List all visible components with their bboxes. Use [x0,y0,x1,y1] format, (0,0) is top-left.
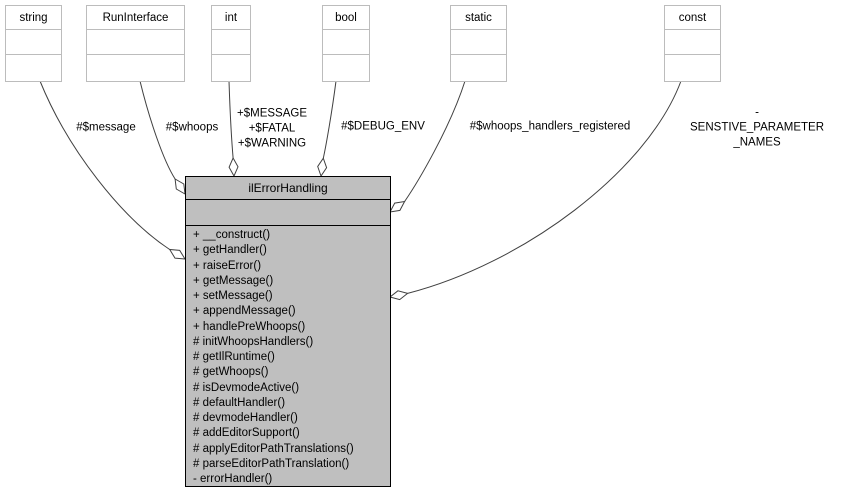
type-node-const: const [664,5,721,82]
empty-methods-compartment [6,55,61,80]
edge-int-level-constants [228,80,234,159]
empty-attributes-compartment [87,30,184,55]
aggregation-diamond-icon [174,178,186,195]
type-node-label: int [212,6,250,30]
method-row: # defaultHandler() [193,396,286,409]
type-node-runinterface[interactable]: RunInterface [86,5,185,82]
edge-bool-debug-env [322,80,337,159]
edge-string-message [39,80,170,250]
aggregation-diamond-icon [228,156,239,178]
edge-label-debug-env: #$DEBUG_ENV [341,120,425,133]
method-row: + raiseError() [193,259,262,272]
method-row: + appendMessage() [193,305,296,318]
empty-attributes-compartment [186,200,390,226]
class-node-ilerrorhandling: ilErrorHandling + __construct() + getHand… [185,176,391,487]
edge-static-whoops-handlers [404,80,466,202]
edge-label-level-constants: +$MESSAGE +$FATAL +$WARNING [237,107,307,150]
type-node-label: RunInterface [87,6,184,30]
method-row: # parseEditorPathTranslation() [193,457,350,470]
empty-attributes-compartment [451,30,506,55]
empty-methods-compartment [665,55,720,80]
empty-methods-compartment [212,55,250,80]
empty-methods-compartment [323,55,369,80]
type-node-bool: bool [322,5,370,82]
method-row: + handlePreWhoops() [193,320,306,333]
edge-label-message: #$message [76,121,136,134]
type-node-int: int [211,5,251,82]
type-node-label: string [6,6,61,30]
edge-label-whoops: #$whoops [165,121,219,134]
method-row: + setMessage() [193,290,273,302]
method-row: + getHandler() [193,244,267,257]
empty-methods-compartment [451,55,506,80]
method-row: + getMessage() [193,274,274,287]
edge-const-sensitive-params [407,80,682,294]
method-row: # addEditorSupport() [193,427,300,440]
empty-attributes-compartment [212,30,250,55]
empty-attributes-compartment [6,30,61,55]
type-node-label: bool [323,6,369,30]
aggregation-diamond-icon [317,157,328,178]
type-node-string: string [5,5,62,82]
type-node-label: const [665,6,720,30]
method-row: # getIlRuntime() [193,351,275,363]
type-node-label: static [451,6,506,30]
aggregation-diamond-icon [389,200,406,213]
aggregation-diamond-icon [168,248,186,260]
edge-label-whoops-handlers-registered: #$whoops_handlers_registered [469,120,631,133]
method-row: # devmodeHandler() [193,412,298,424]
aggregation-diamond-icon [388,290,409,301]
edge-runinterface-whoops [139,80,176,180]
empty-attributes-compartment [665,30,720,55]
empty-methods-compartment [87,55,184,80]
method-row: + __construct() [193,229,271,241]
method-row: - errorHandler() [193,473,273,485]
class-title: ilErrorHandling [186,177,390,200]
method-row: # isDevmodeActive() [193,381,300,394]
methods-compartment: + __construct() + getHandler() + raiseErro… [186,226,390,487]
type-node-static: static [450,5,507,82]
edge-label-sensitive-parameter-names: -SENSTIVE_PARAMETER _NAMES [690,106,825,149]
empty-attributes-compartment [323,30,369,55]
method-row: # applyEditorPathTranslations() [193,442,354,455]
method-row: # getWhoops() [193,366,269,379]
method-row: # initWhoopsHandlers() [193,335,314,348]
